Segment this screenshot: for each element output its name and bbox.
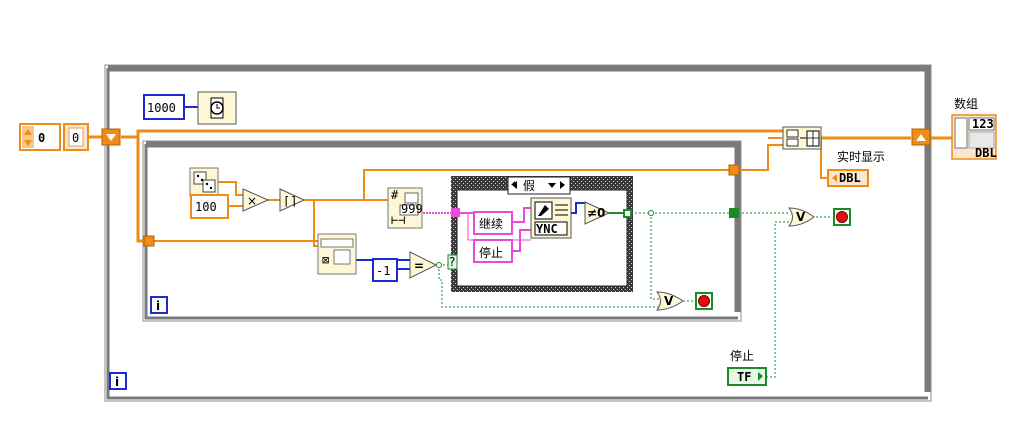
outer-iteration-terminal[interactable] xyxy=(109,372,127,390)
equal-icon: = xyxy=(414,259,424,273)
svg-text:YNC: YNC xyxy=(536,222,558,236)
svg-text:≠0: ≠0 xyxy=(587,206,605,220)
svg-text:V: V xyxy=(664,294,674,308)
inner-loop-tunnel-left xyxy=(143,235,155,247)
scale-value: 100 xyxy=(195,200,217,214)
multiply-icon: × xyxy=(247,194,257,208)
number-to-string-function[interactable]: # 999 ⊢⊣ xyxy=(387,187,423,229)
inner-stop-terminal[interactable] xyxy=(695,292,713,310)
random-number-function[interactable] xyxy=(189,167,219,197)
svg-text:#: # xyxy=(391,188,399,202)
init-numeric-control[interactable]: 0 xyxy=(19,123,61,151)
stop-boolean-control[interactable]: TF xyxy=(727,367,767,386)
outer-iteration-label: i xyxy=(115,375,119,389)
svg-text:?: ? xyxy=(449,255,455,269)
inner-while-loop: i xyxy=(142,140,742,322)
bool-out-tunnel xyxy=(623,209,632,218)
dialog-lines-icon xyxy=(555,204,568,216)
wait-ms-constant[interactable]: 1000 xyxy=(143,94,185,120)
inner-iteration-label: i xyxy=(156,299,160,313)
init-display-value: 0 xyxy=(72,131,79,145)
case-next-icon[interactable] xyxy=(560,181,565,189)
equal-function[interactable]: = xyxy=(409,251,438,279)
svg-text:⊠: ⊠ xyxy=(322,253,329,267)
array-type: DBL xyxy=(975,146,997,160)
array-indicator[interactable]: 123 DBL xyxy=(951,114,997,160)
array-label: 数组 xyxy=(954,96,978,111)
not-found-value: -1 xyxy=(376,264,390,278)
svg-text:⊢⊣: ⊢⊣ xyxy=(391,213,405,227)
wait-ms-value: 1000 xyxy=(147,101,176,115)
init-value: 0 xyxy=(38,131,45,145)
stop-string-constant[interactable]: 停止 xyxy=(473,239,513,263)
scale-constant[interactable]: 100 xyxy=(190,194,229,219)
continue-string-constant[interactable]: 继续 xyxy=(473,211,513,235)
case-selector-terminal[interactable]: ? xyxy=(447,254,458,270)
build-array-function[interactable] xyxy=(782,126,822,150)
shift-register-right[interactable] xyxy=(911,128,931,146)
search-array-function[interactable]: ⊠ xyxy=(317,233,357,275)
wristwatch-icon xyxy=(210,97,224,119)
stop-control-type: TF xyxy=(737,370,751,384)
not-equal-zero-function[interactable]: ≠0 xyxy=(584,201,611,225)
outer-while-loop: i xyxy=(104,64,932,402)
realtime-label: 实时显示 xyxy=(837,149,885,164)
continue-string-value: 继续 xyxy=(479,217,503,231)
stop-control-label: 停止 xyxy=(730,348,754,363)
outer-stop-terminal[interactable] xyxy=(833,208,851,226)
realtime-type: DBL xyxy=(839,171,861,185)
round-up-function[interactable]: ⌈⌉ xyxy=(279,188,306,212)
not-found-constant[interactable]: -1 xyxy=(372,258,398,282)
string-in-tunnel xyxy=(451,208,460,217)
init-display: 0 xyxy=(63,123,89,151)
inner-or-function[interactable]: V xyxy=(655,291,684,311)
stop-string-value: 停止 xyxy=(479,245,503,260)
wires xyxy=(88,129,952,378)
inner-loop-tunnel-right xyxy=(728,164,740,176)
inner-iteration-terminal[interactable] xyxy=(150,296,168,314)
wait-ms-function[interactable] xyxy=(197,91,237,125)
array-index-label: 123 xyxy=(972,117,994,131)
two-button-dialog-function[interactable]: YNC xyxy=(530,197,572,239)
svg-text:V: V xyxy=(796,210,806,224)
ceiling-icon: ⌈⌉ xyxy=(283,194,297,208)
case-selector[interactable]: 假 xyxy=(507,176,571,195)
outer-or-function[interactable]: V xyxy=(787,207,815,227)
case-dropdown-icon[interactable] xyxy=(548,183,556,188)
inner-loop-bool-tunnel xyxy=(729,208,739,218)
multiply-function[interactable]: × xyxy=(242,188,270,212)
case-selector-label: 假 xyxy=(523,179,535,193)
svg-text:999: 999 xyxy=(401,202,423,216)
shift-register-left[interactable] xyxy=(101,128,121,146)
dice-icon xyxy=(193,171,216,193)
realtime-indicator[interactable]: DBL xyxy=(827,169,869,187)
